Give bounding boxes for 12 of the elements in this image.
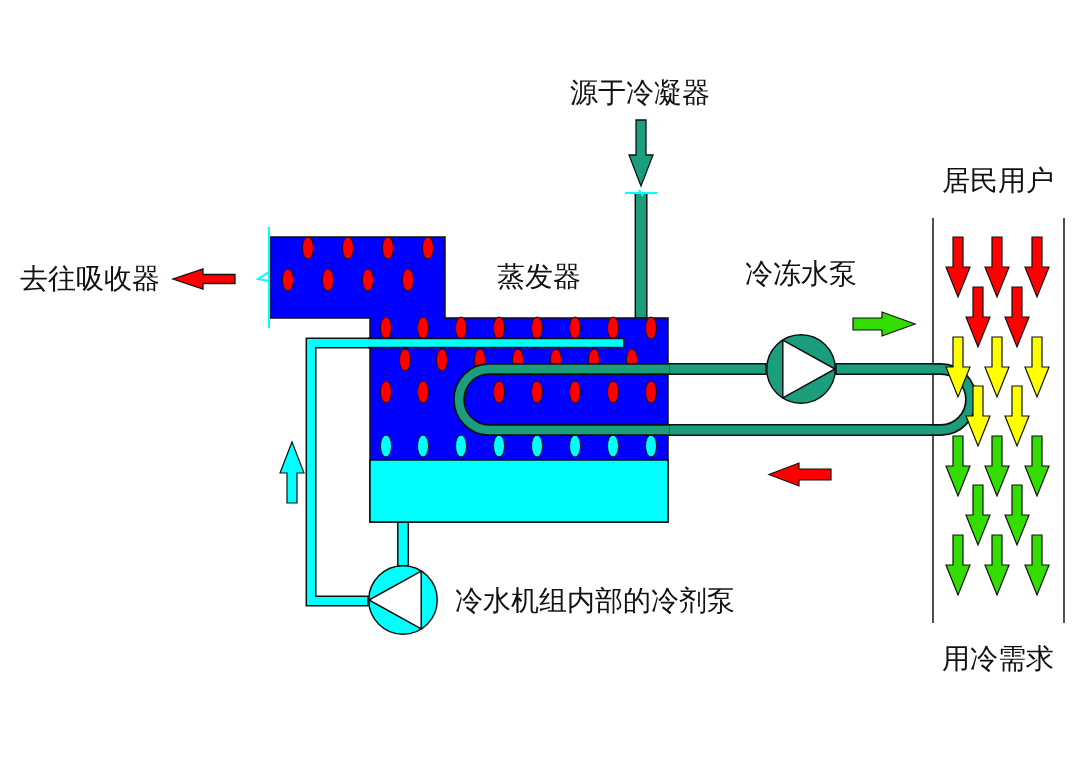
pipe-with-arrow xyxy=(835,311,933,376)
heading-label: 居民用户 xyxy=(942,164,1054,198)
block-arrow xyxy=(170,268,236,290)
footer-label: 用冷需求 xyxy=(942,642,1054,676)
destination-label: 去往吸收器 xyxy=(20,262,160,296)
pipe xyxy=(667,424,933,437)
source-label: 源于冷凝器 xyxy=(570,76,710,110)
pipe xyxy=(667,363,767,376)
block-arrow xyxy=(628,119,654,188)
pump-label: 冷冻水泵 xyxy=(745,257,857,291)
pump-label: 冷水机组内部的冷剂泵 xyxy=(455,584,735,618)
pipe xyxy=(397,521,410,567)
